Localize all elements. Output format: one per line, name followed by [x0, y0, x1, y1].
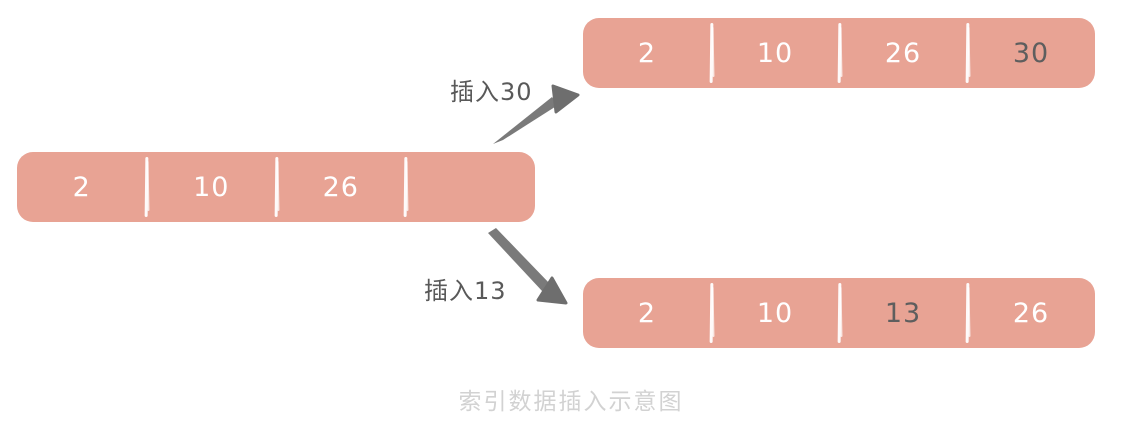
array-cell-inserted: 13: [839, 278, 967, 348]
array-cell: 10: [147, 152, 277, 222]
figure-caption: 索引数据插入示意图: [458, 389, 684, 415]
array-cell-inserted: 30: [967, 18, 1095, 88]
array-after-inserting-13: 2 10 13 26: [583, 278, 1095, 348]
array-cell: 26: [839, 18, 967, 88]
array-cell: 10: [711, 18, 839, 88]
array-cell-empty: [406, 152, 536, 222]
array-cell: 26: [276, 152, 406, 222]
insert-13-label: 插入13: [424, 277, 507, 305]
array-after-inserting-30: 2 10 26 30: [583, 18, 1095, 88]
array-cell: 26: [967, 278, 1095, 348]
array-cell: 2: [637, 297, 657, 329]
array-cell: 2: [637, 37, 657, 69]
original-index-array: 2 10 26: [17, 152, 535, 222]
array-cell: 2: [72, 171, 91, 203]
array-cell: 10: [711, 278, 839, 348]
insert-30-label: 插入30: [450, 78, 533, 106]
